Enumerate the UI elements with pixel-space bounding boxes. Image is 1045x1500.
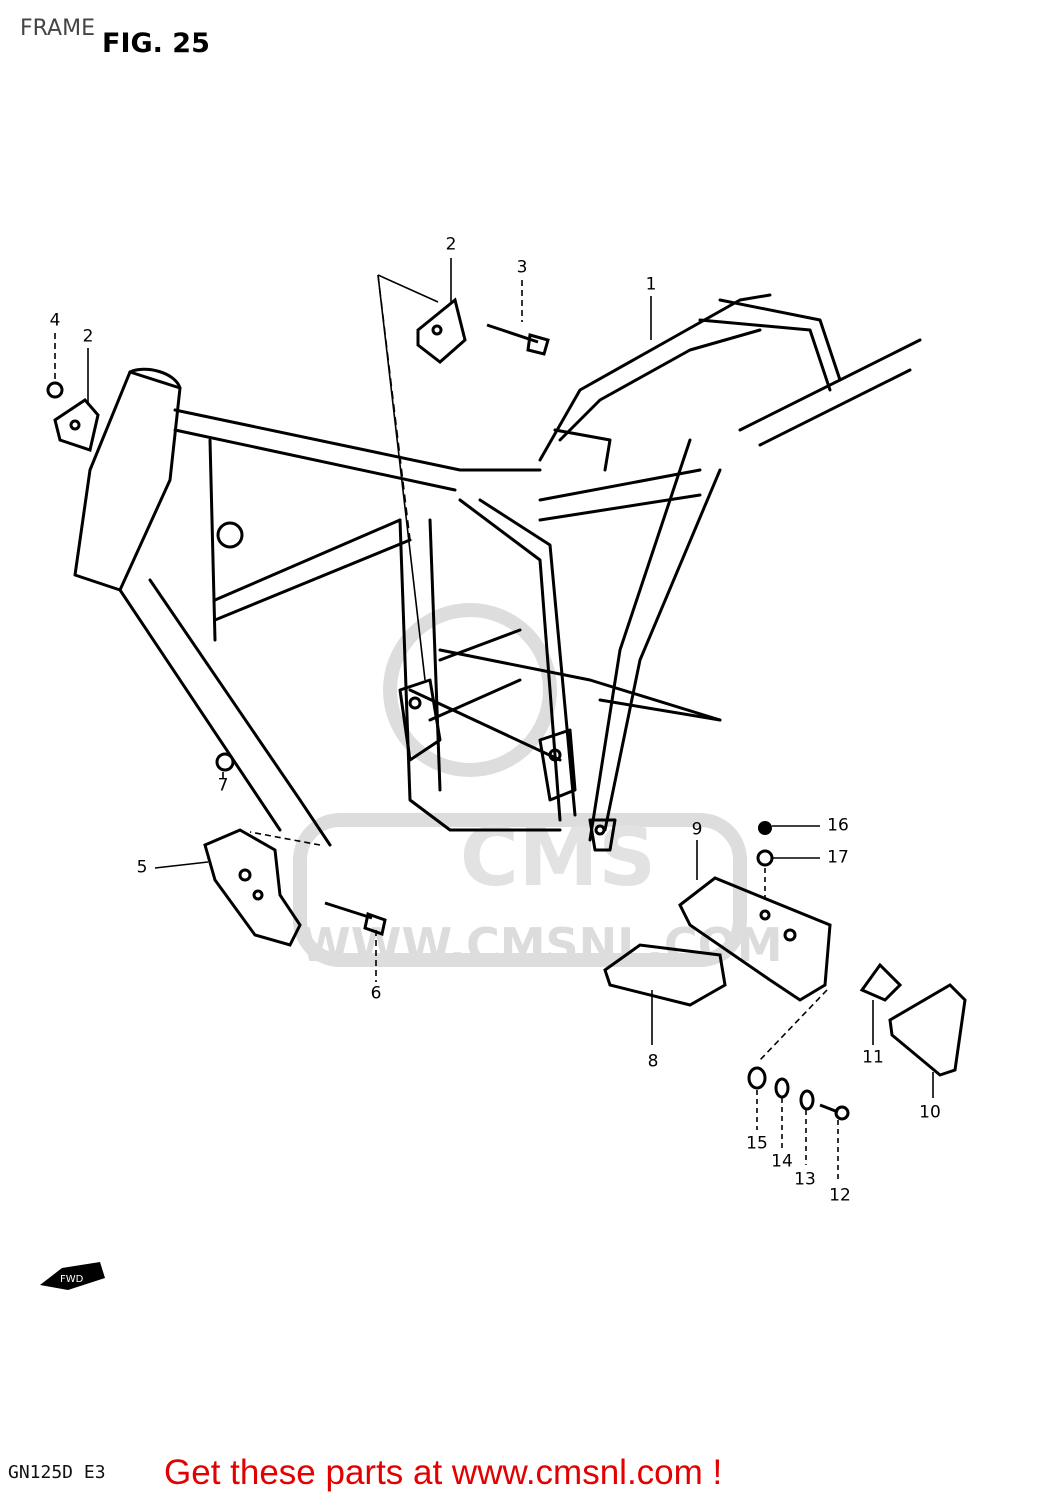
bracket-part-10 [888, 983, 967, 1077]
engine-bracket-upper [416, 297, 467, 364]
callout-2-upper: 2 [445, 234, 457, 255]
fastener-set [747, 1066, 850, 1121]
callout-2-front: 2 [82, 326, 94, 347]
callout-10: 10 [919, 1102, 941, 1123]
callout-1: 1 [645, 274, 657, 295]
forward-label: FWD [60, 1274, 84, 1285]
callout-8: 8 [647, 1051, 659, 1072]
nut-part-4 [46, 381, 64, 399]
callout-16: 16 [827, 815, 849, 836]
damper-part-11 [859, 962, 903, 1002]
parts-shop-link[interactable]: Get these parts at www.cmsnl.com ! [164, 1453, 723, 1492]
cover-part-8 [603, 943, 727, 1007]
callout-5: 5 [136, 857, 148, 878]
figure-label: FIG. 25 [102, 28, 210, 59]
callout-13: 13 [794, 1169, 816, 1190]
callout-14: 14 [771, 1151, 793, 1172]
main-frame [73, 293, 922, 852]
page-title: FRAME [20, 16, 95, 41]
engine-bracket-front [53, 398, 100, 452]
watermark-brand: CMS [460, 811, 656, 904]
callout-3: 3 [516, 257, 528, 278]
callout-4: 4 [49, 310, 61, 331]
callout-15: 15 [746, 1133, 768, 1154]
callout-7: 7 [217, 775, 229, 796]
bolt-part-6 [324, 901, 387, 936]
callout-6: 6 [370, 983, 382, 1004]
watermark-logo [293, 603, 747, 967]
callout-17: 17 [827, 847, 849, 868]
model-code: GN125D E3 [8, 1462, 106, 1483]
callout-9: 9 [691, 819, 703, 840]
bolt-part-3 [486, 323, 550, 356]
washer-part-17 [756, 849, 774, 867]
nut-part-16 [758, 821, 772, 835]
callout-11: 11 [862, 1047, 884, 1068]
plate-part-9 [678, 876, 832, 1002]
callout-12: 12 [829, 1185, 851, 1206]
leader-lines [54, 258, 934, 1180]
forward-arrow-icon: FWD [40, 1262, 105, 1290]
nut-part-7 [215, 752, 235, 772]
engine-mount-bracket [203, 828, 302, 947]
